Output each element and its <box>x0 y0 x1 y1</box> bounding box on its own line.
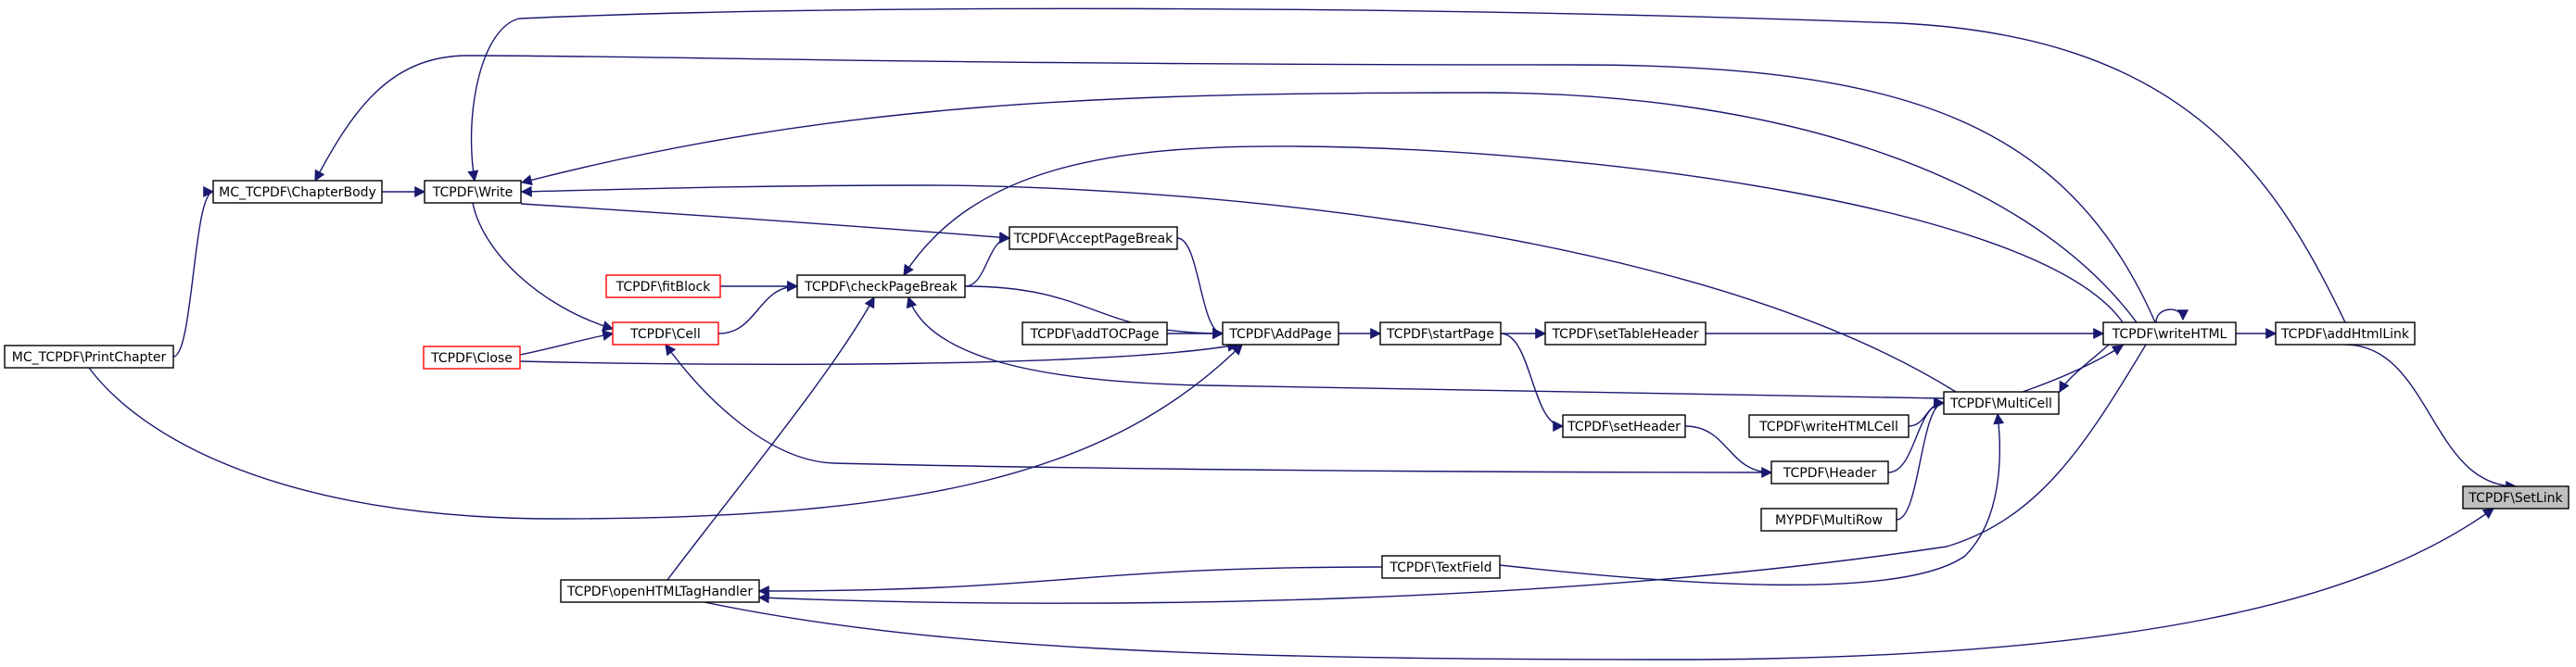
node-box-cell <box>612 321 719 346</box>
node-label-write: TCPDF\Write <box>432 185 513 200</box>
edge-textfield-to-openhtmltaghandler <box>757 566 1383 597</box>
node-label-chapterbody: MC_TCPDF\ChapterBody <box>219 185 376 200</box>
node-label-multirow: MYPDF\MultiRow <box>1775 513 1883 528</box>
node-openhtmltaghandler[interactable]: TCPDF\openHTMLTagHandler <box>560 579 760 603</box>
node-box-addtocpage <box>1022 321 1168 346</box>
node-box-setheader <box>1562 414 1686 438</box>
node-multicell[interactable]: TCPDF\MultiCell <box>1943 391 2060 415</box>
edge-writehtmlcell-to-multicell <box>1908 397 1946 427</box>
edge-openhtmltaghandler-to-checkpagebreak <box>666 296 875 581</box>
node-box-openhtmltaghandler <box>560 579 760 603</box>
edge-checkpagebreak-to-acceptpagebreak <box>964 233 1011 287</box>
node-label-addpage: TCPDF\AddPage <box>1228 327 1332 342</box>
edge-multicell-to-writehtml <box>2022 345 2125 393</box>
edge-multirow-to-multicell <box>1896 397 1946 521</box>
node-chapterbody[interactable]: MC_TCPDF\ChapterBody <box>212 180 383 204</box>
edge-writehtml-to-multicell <box>2059 344 2110 394</box>
node-setlink[interactable]: TCPDF\SetLink <box>2462 485 2570 510</box>
edge-openhtmltaghandler-to-setlink <box>704 508 2494 661</box>
edge-writehtml-to-write <box>520 92 2138 323</box>
edge-header-to-cell <box>665 344 1772 473</box>
node-label-header: TCPDF\Header <box>1783 466 1877 481</box>
node-box-addhtmllink <box>2275 321 2416 346</box>
node-box-write <box>424 180 522 204</box>
node-addtocpage[interactable]: TCPDF\addTOCPage <box>1022 321 1168 346</box>
node-close[interactable]: TCPDF\Close <box>423 346 521 370</box>
node-textfield[interactable]: TCPDF\TextField <box>1381 555 1501 579</box>
edge-printchapter-to-addpage <box>88 344 1243 520</box>
edge-acceptpagebreak-to-addpage <box>1176 237 1225 339</box>
node-box-writehtml <box>2102 321 2237 346</box>
node-addhtmllink[interactable]: TCPDF\addHtmlLink <box>2275 321 2416 346</box>
edge-write-to-acceptpagebreak <box>520 203 1011 244</box>
node-box-header <box>1770 460 1889 485</box>
edge-close-to-cell <box>519 330 615 356</box>
node-writehtmlcell[interactable]: TCPDF\writeHTMLCell <box>1748 414 1910 438</box>
node-label-addhtmllink: TCPDF\addHtmlLink <box>2280 327 2410 342</box>
node-label-writehtmlcell: TCPDF\writeHTMLCell <box>1758 420 1898 434</box>
node-box-chapterbody <box>212 180 383 204</box>
nodes-layer: TCPDF\SetLinkTCPDF\addHtmlLinkTCPDF\writ… <box>4 180 2570 603</box>
node-label-checkpagebreak: TCPDF\checkPageBreak <box>804 280 958 295</box>
node-label-addtocpage: TCPDF\addTOCPage <box>1029 327 1159 342</box>
node-box-fitblock <box>605 274 721 298</box>
node-box-textfield <box>1381 555 1501 579</box>
node-label-close: TCPDF\Close <box>430 351 513 366</box>
node-box-printchapter <box>4 345 174 369</box>
node-box-close <box>423 346 521 370</box>
node-writehtml[interactable]: TCPDF\writeHTML <box>2102 321 2237 346</box>
edge-multicell-to-write <box>520 184 1957 393</box>
edge-setheader-to-header <box>1684 425 1773 478</box>
node-write[interactable]: TCPDF\Write <box>424 180 522 204</box>
node-box-setlink <box>2462 485 2570 510</box>
edge-checkpagebreak-to-addpage <box>964 285 1225 339</box>
node-label-startpage: TCPDF\startPage <box>1386 327 1494 342</box>
node-label-setlink: TCPDF\SetLink <box>2468 491 2563 506</box>
node-label-multicell: TCPDF\MultiCell <box>1949 396 2052 411</box>
node-multirow[interactable]: MYPDF\MultiRow <box>1760 508 1897 532</box>
edge-textfield-to-multicell <box>1499 412 2005 586</box>
node-box-startpage <box>1379 321 1502 346</box>
edge-startpage-to-setheader <box>1500 333 1565 432</box>
edge-addhtmllink-to-write <box>467 7 2346 323</box>
node-box-settableheader <box>1544 321 1707 346</box>
node-label-setheader: TCPDF\setHeader <box>1567 420 1681 434</box>
node-box-acceptpagebreak <box>1009 226 1178 250</box>
node-label-acceptpagebreak: TCPDF\AcceptPageBreak <box>1013 232 1174 246</box>
node-box-addpage <box>1222 321 1339 346</box>
node-printchapter[interactable]: MC_TCPDF\PrintChapter <box>4 345 174 369</box>
edge-cell-to-checkpagebreak <box>717 281 799 334</box>
node-box-multicell <box>1943 391 2060 415</box>
node-label-fitblock: TCPDF\fitBlock <box>615 280 712 295</box>
node-checkpagebreak[interactable]: TCPDF\checkPageBreak <box>796 274 966 298</box>
edge-writehtml-to-writehtml <box>2155 308 2189 323</box>
node-label-settableheader: TCPDF\setTableHeader <box>1551 327 1698 342</box>
node-settableheader[interactable]: TCPDF\setTableHeader <box>1544 321 1707 346</box>
node-box-writehtmlcell <box>1748 414 1910 438</box>
node-acceptpagebreak[interactable]: TCPDF\AcceptPageBreak <box>1009 226 1178 250</box>
node-box-multirow <box>1760 508 1897 532</box>
node-label-cell: TCPDF\Cell <box>629 327 701 342</box>
edge-write-to-cell <box>472 202 615 332</box>
edge-multicell-to-checkpagebreak <box>906 296 1945 399</box>
node-cell[interactable]: TCPDF\Cell <box>612 321 719 346</box>
node-label-writehtml: TCPDF\writeHTML <box>2112 327 2227 342</box>
edge-printchapter-to-chapterbody <box>172 186 215 358</box>
edge-writehtml-to-openhtmltaghandler <box>757 344 2147 604</box>
edge-addhtmllink-to-setlink <box>2344 344 2518 492</box>
node-addpage[interactable]: TCPDF\AddPage <box>1222 321 1339 346</box>
node-setheader[interactable]: TCPDF\setHeader <box>1562 414 1686 438</box>
node-startpage[interactable]: TCPDF\startPage <box>1379 321 1502 346</box>
node-label-textfield: TCPDF\TextField <box>1389 560 1491 575</box>
node-label-printchapter: MC_TCPDF\PrintChapter <box>12 350 167 365</box>
node-label-openhtmltaghandler: TCPDF\openHTMLTagHandler <box>566 585 754 599</box>
edge-writehtml-to-chapterbody <box>314 55 2156 323</box>
node-header[interactable]: TCPDF\Header <box>1770 460 1889 485</box>
edge-close-to-addpage <box>519 340 1239 366</box>
node-fitblock[interactable]: TCPDF\fitBlock <box>605 274 721 298</box>
node-box-checkpagebreak <box>796 274 966 298</box>
edges-layer <box>88 7 2518 661</box>
